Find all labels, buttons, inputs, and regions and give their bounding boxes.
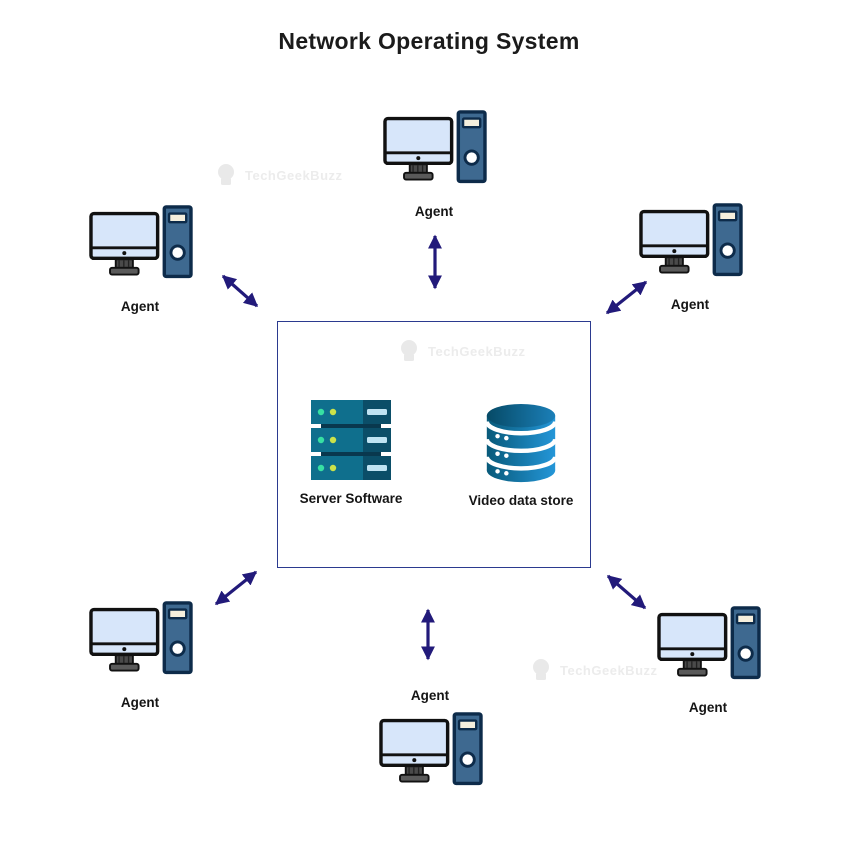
database-cylinder-icon bbox=[484, 403, 558, 483]
watermark: TechGeekBuzz bbox=[530, 658, 658, 682]
desktop-computer-icon bbox=[382, 110, 487, 184]
watermark-text: TechGeekBuzz bbox=[428, 343, 526, 359]
lightbulb-icon bbox=[533, 659, 549, 680]
agent-bottom-left: Agent bbox=[84, 601, 196, 710]
agent-label: Agent bbox=[670, 297, 710, 312]
server-software-item: Server Software bbox=[286, 400, 416, 506]
arrow-bottom-left bbox=[214, 570, 258, 606]
watermark-text: TechGeekBuzz bbox=[560, 662, 658, 678]
agent-computer bbox=[88, 601, 193, 686]
desktop-computer-icon bbox=[638, 203, 743, 277]
server-software-label: Server Software bbox=[299, 491, 403, 506]
agent-computer bbox=[656, 606, 761, 691]
video-data-store-label: Video data store bbox=[468, 493, 574, 508]
agent-computer bbox=[638, 203, 743, 288]
agent-top: Agent bbox=[378, 110, 490, 219]
page-title: Network Operating System bbox=[278, 28, 580, 54]
lightbulb-icon bbox=[218, 164, 234, 185]
agent-label: Agent bbox=[410, 688, 450, 703]
server-rack-icon bbox=[311, 400, 391, 480]
watermark: TechGeekBuzz bbox=[398, 339, 526, 363]
agent-label: Agent bbox=[414, 204, 454, 219]
lightbulb-icon bbox=[401, 340, 417, 361]
agent-label: Agent bbox=[120, 299, 160, 314]
agent-computer bbox=[382, 110, 487, 195]
agent-top-right: Agent bbox=[634, 203, 746, 312]
agent-bottom: Agent bbox=[374, 688, 486, 797]
desktop-computer-icon bbox=[656, 606, 761, 680]
desktop-computer-icon bbox=[88, 205, 193, 279]
agent-bottom-right: Agent bbox=[652, 606, 764, 715]
watermark: TechGeekBuzz bbox=[215, 163, 343, 187]
watermark-text: TechGeekBuzz bbox=[245, 167, 343, 183]
agent-computer bbox=[88, 205, 193, 290]
arrow-top-left bbox=[221, 274, 259, 308]
agent-top-left: Agent bbox=[84, 205, 196, 314]
agent-label: Agent bbox=[120, 695, 160, 710]
arrow-bottom-right bbox=[606, 574, 647, 610]
desktop-computer-icon bbox=[88, 601, 193, 675]
video-data-store-item: Video data store bbox=[456, 402, 586, 508]
server-system-box: Server Software bbox=[277, 321, 591, 568]
agent-computer bbox=[378, 712, 483, 797]
desktop-computer-icon bbox=[378, 712, 483, 786]
agent-label: Agent bbox=[688, 700, 728, 715]
